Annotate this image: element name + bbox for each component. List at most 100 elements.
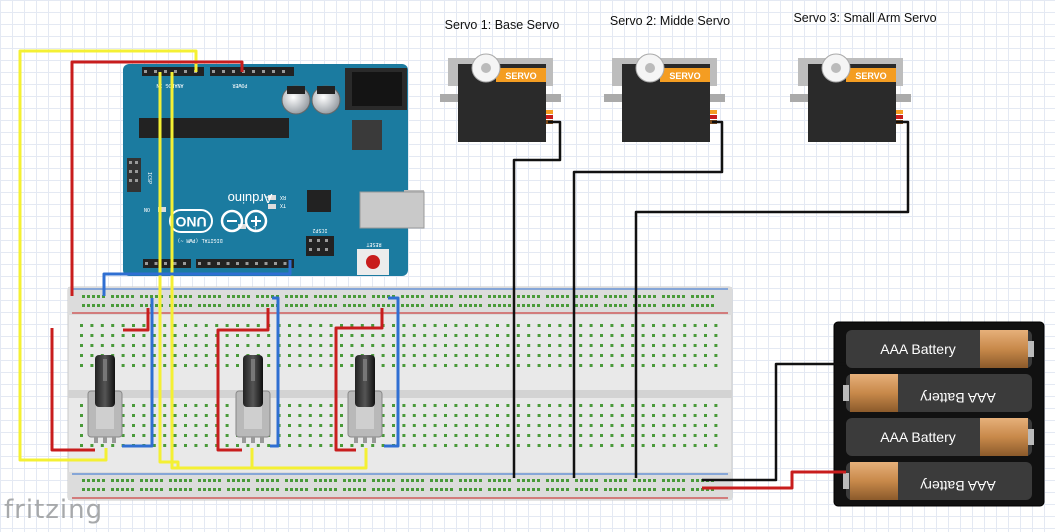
strip-hole [589,414,593,417]
rail-hole [179,479,182,482]
strip-hole [412,444,416,447]
rail-hole [575,479,578,482]
rail-hole [261,304,264,307]
strip-hole [464,344,468,347]
strip-hole [516,444,520,447]
strip-hole [496,404,499,407]
rail-hole [672,295,675,298]
rail-hole [624,488,627,491]
rail-hole [614,479,617,482]
rail-hole [590,479,593,482]
wire-red-5v [70,60,244,296]
strip-hole [527,364,531,367]
header-pin [272,70,275,73]
strip-hole [558,354,562,357]
icsp-pin [135,161,138,164]
rail-hole [92,295,95,298]
strip-hole [714,424,718,427]
rail-hole [498,488,501,491]
rail-hole [314,479,317,482]
rail-hole [97,295,100,298]
rail-hole [131,304,134,307]
rail-hole [392,488,395,491]
strip-hole [558,364,562,367]
strip-hole [319,424,323,427]
strip-hole [537,344,541,347]
rail-hole [638,304,641,307]
rail-hole [711,295,714,298]
rail-hole [121,304,124,307]
rail-hole [189,295,192,298]
header-pin [262,70,265,73]
strip-hole [652,434,655,437]
strip-hole [80,444,83,447]
rail-hole [435,479,438,482]
strip-hole [402,404,406,407]
strip-hole [142,404,146,407]
strip-hole [600,414,603,417]
strip-hole [589,364,593,367]
strip-hole [194,414,198,417]
strip-hole [256,324,260,327]
strip-hole [516,334,520,337]
rail-hole [116,488,119,491]
rail-hole [329,295,332,298]
rail-hole [242,488,245,491]
strip-hole [475,344,479,347]
strip-hole [454,354,458,357]
strip-hole [600,334,603,337]
label-on: ON [144,206,150,212]
rail-hole [329,479,332,482]
rail-hole [604,295,607,298]
rail-hole [585,304,588,307]
label-analog: ANALOG IN [156,82,183,88]
rail-hole [198,304,201,307]
rail-hole [372,479,375,482]
strip-hole [246,344,250,347]
rail-hole [145,479,148,482]
rail-hole [469,295,472,298]
strip-hole [371,344,375,347]
strip-hole [475,354,479,357]
rail-hole [348,295,351,298]
rail-hole [590,295,593,298]
rail-hole [474,488,477,491]
strip-hole [579,334,583,337]
strip-hole [641,414,645,417]
rail-hole [566,304,569,307]
rail-hole [97,304,100,307]
rail-hole [276,479,279,482]
rail-hole [155,295,158,298]
strip-hole [340,434,343,437]
strip-hole [329,344,333,347]
strip-hole [548,344,551,347]
rail-hole [474,479,477,482]
rail-hole [382,304,385,307]
rail-hole [140,295,143,298]
rail-hole [445,295,448,298]
rail-hole [116,304,119,307]
strip-hole [662,404,666,407]
icsp-pin [129,179,132,182]
strip-hole [111,334,115,337]
strip-hole [600,404,603,407]
strip-hole [319,434,323,437]
rail-hole [358,488,361,491]
rail-hole [126,479,129,482]
rail-hole [662,295,665,298]
rail-hole [575,295,578,298]
rail-hole [377,479,380,482]
strip-hole [662,414,666,417]
strip-hole [579,414,583,417]
rail-hole [624,304,627,307]
strip-hole [412,424,416,427]
strip-hole [589,404,593,407]
strip-hole [184,424,187,427]
strip-hole [340,354,343,357]
strip-hole [589,444,593,447]
rail-hole [256,488,259,491]
strip-hole [121,364,125,367]
rail-hole [488,479,491,482]
strip-hole [652,334,655,337]
rail-hole [189,488,192,491]
